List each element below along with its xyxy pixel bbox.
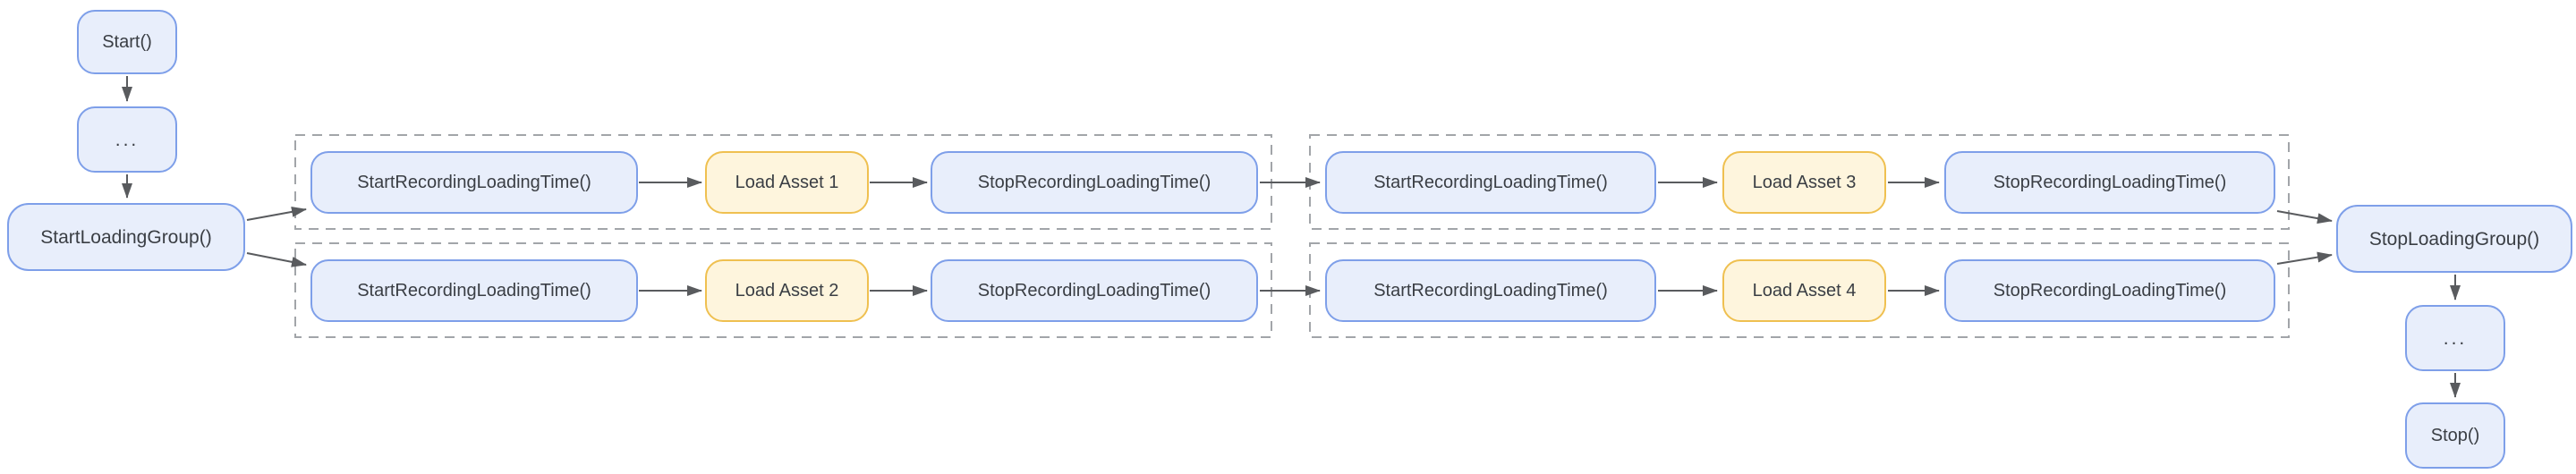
node-stop-recording-g1r1: StopRecordingLoadingTime() (931, 151, 1258, 214)
node-load-asset-3: Load Asset 3 (1722, 151, 1886, 214)
node-stop-recording-g1r2: StopRecordingLoadingTime() (931, 259, 1258, 322)
node-load-asset-4: Load Asset 4 (1722, 259, 1886, 322)
node-start-recording-g2r1: StartRecordingLoadingTime() (1325, 151, 1656, 214)
node-stop-loading-group: StopLoadingGroup() (2336, 205, 2572, 273)
node-start-recording-g1r1: StartRecordingLoadingTime() (310, 151, 638, 214)
arrow-fanout-row2 (246, 252, 307, 267)
node-load-asset-2: Load Asset 2 (705, 259, 869, 322)
node-stop-recording-g2r1: StopRecordingLoadingTime() (1944, 151, 2275, 214)
node-stop-recording-g2r2: StopRecordingLoadingTime() (1944, 259, 2275, 322)
node-start: Start() (77, 10, 177, 74)
node-stop: Stop() (2405, 402, 2505, 469)
node-start-recording-g2r2: StartRecordingLoadingTime() (1325, 259, 1656, 322)
arrow-fanout-row1 (246, 206, 307, 221)
node-start-loading-group: StartLoadingGroup() (7, 203, 245, 271)
arrow-fanin-row1 (2276, 210, 2333, 224)
node-start-recording-g1r2: StartRecordingLoadingTime() (310, 259, 638, 322)
node-ellipsis-top: ... (77, 106, 177, 173)
arrow-fanin-row2 (2276, 251, 2333, 265)
node-load-asset-1: Load Asset 1 (705, 151, 869, 214)
node-ellipsis-bottom: ... (2405, 305, 2505, 371)
